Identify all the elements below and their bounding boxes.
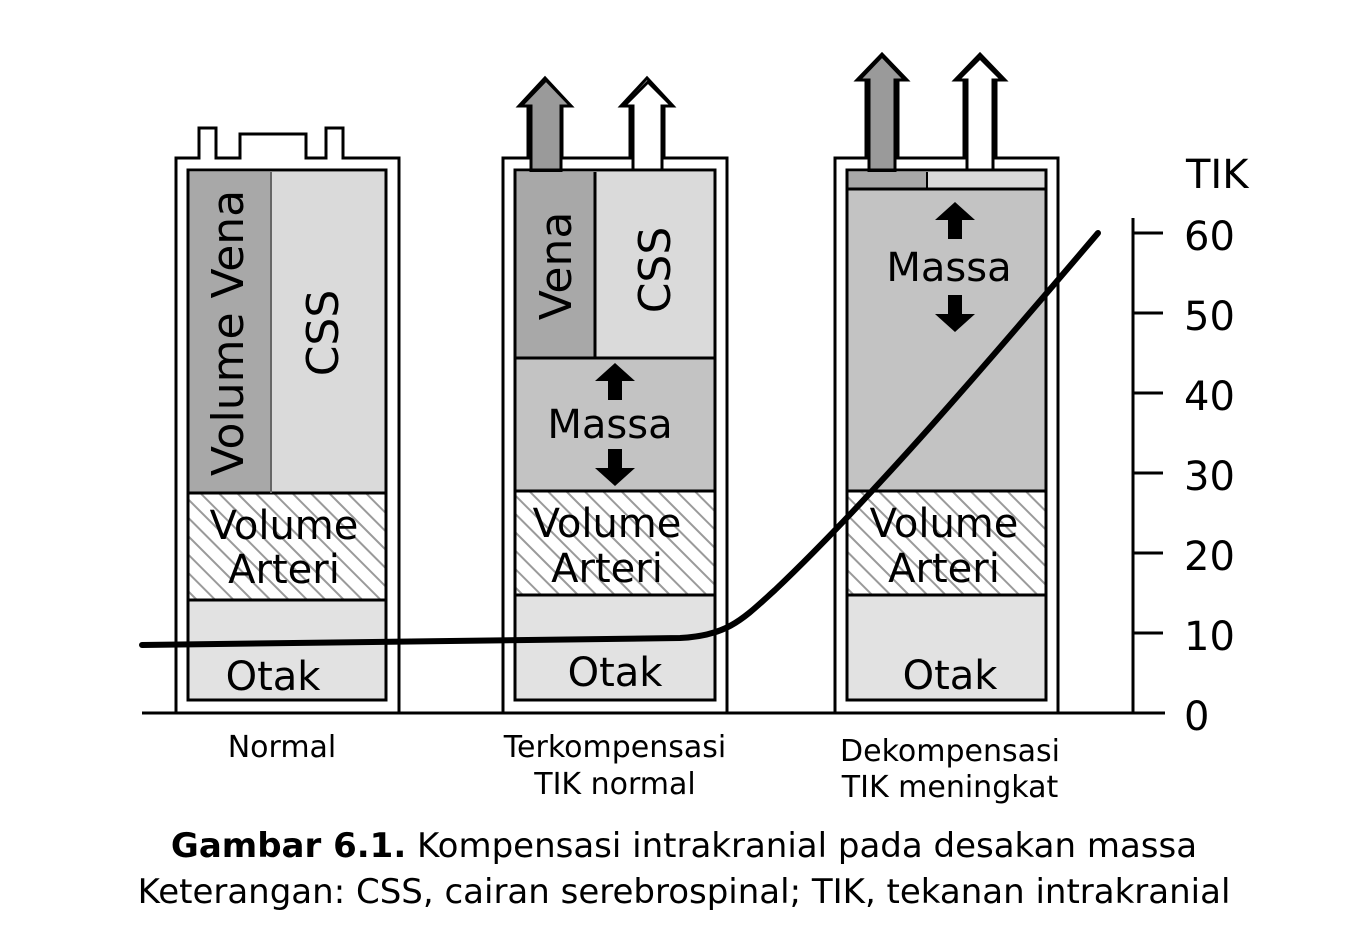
mass-compartment bbox=[847, 189, 1046, 491]
tik-axis-tick-label: 0 bbox=[1184, 694, 1209, 740]
mass-label: Massa bbox=[547, 402, 672, 448]
skull-inner-frame bbox=[513, 168, 717, 702]
tik-axis-tick-label: 30 bbox=[1184, 454, 1235, 500]
figure-title: Kompensasi intrakranial pada desakan mas… bbox=[417, 826, 1198, 866]
figure-caption-note: Keterangan: CSS, cairan serebrospinal; T… bbox=[137, 872, 1231, 912]
brain-label: Otak bbox=[568, 650, 664, 696]
csf-compartment bbox=[271, 172, 386, 492]
column-compensated: Vena CSS Massa Volume Arteri Otak Terkom… bbox=[501, 75, 729, 802]
artery-compartment bbox=[847, 491, 1046, 595]
vein-outflow-arrow bbox=[517, 77, 575, 174]
brain-compartment bbox=[847, 595, 1046, 700]
vein-label: Vena bbox=[531, 212, 582, 321]
state-label: TIK meningkat bbox=[841, 770, 1059, 805]
arrow-up-icon bbox=[595, 363, 635, 400]
column-normal: Volume Vena CSS Volume Arteri Otak Norma… bbox=[174, 126, 401, 765]
brain-compartment bbox=[515, 595, 715, 700]
brain-label: Otak bbox=[903, 653, 999, 699]
tik-axis-tick-label: 40 bbox=[1184, 374, 1235, 420]
tik-axis-tick-label: 60 bbox=[1184, 214, 1235, 260]
vein-compartment bbox=[515, 172, 595, 358]
skull-outline bbox=[174, 126, 401, 715]
csf-outflow-arrow bbox=[954, 55, 1006, 170]
csf-label: CSS bbox=[298, 290, 349, 377]
arrow-down-icon bbox=[935, 295, 975, 332]
vein-label: Volume Vena bbox=[203, 190, 254, 476]
brain-compartment bbox=[188, 600, 386, 700]
state-label: Terkompensasi bbox=[503, 730, 726, 765]
state-label: TIK normal bbox=[533, 767, 696, 802]
arrow-up-icon bbox=[935, 202, 975, 239]
pressure-volume-curve bbox=[139, 230, 1101, 648]
artery-label: Volume bbox=[533, 501, 682, 547]
vein-compartment bbox=[847, 172, 927, 189]
tik-axis-tick-label: 10 bbox=[1184, 614, 1235, 660]
artery-label: Volume bbox=[870, 501, 1019, 547]
csf-compartment bbox=[595, 172, 715, 358]
skull-inner-frame bbox=[186, 168, 388, 702]
artery-compartment bbox=[515, 491, 715, 595]
artery-label: Volume bbox=[210, 503, 359, 549]
tik-axis-tick-label: 50 bbox=[1184, 294, 1235, 340]
column-decompensated: Massa Volume Arteri Otak Dekompensasi TI… bbox=[833, 51, 1060, 805]
vein-outflow-arrow bbox=[855, 53, 909, 174]
state-label: Normal bbox=[228, 730, 337, 765]
arrow-down-icon bbox=[595, 449, 635, 486]
csf-outflow-arrow bbox=[620, 79, 676, 170]
skull-inner-frame bbox=[845, 168, 1048, 702]
csf-compartment bbox=[927, 172, 1046, 189]
tik-axis-title: TIK bbox=[1185, 152, 1250, 198]
artery-label: Arteri bbox=[888, 546, 1000, 592]
artery-compartment bbox=[188, 493, 386, 599]
mass-label: Massa bbox=[886, 245, 1011, 291]
csf-label: CSS bbox=[630, 227, 681, 314]
vein-compartment bbox=[188, 172, 271, 492]
artery-label: Arteri bbox=[228, 547, 340, 593]
tik-axis-tick-label: 20 bbox=[1184, 534, 1235, 580]
state-label: Dekompensasi bbox=[840, 734, 1060, 769]
figure-number: Gambar 6.1. bbox=[170, 826, 407, 866]
tik-axis-ticks bbox=[1133, 231, 1163, 635]
figure-caption-title: Gambar 6.1. Kompensasi intrakranial pada… bbox=[0, 826, 1368, 866]
brain-label: Otak bbox=[226, 654, 322, 700]
artery-label: Arteri bbox=[551, 546, 663, 592]
